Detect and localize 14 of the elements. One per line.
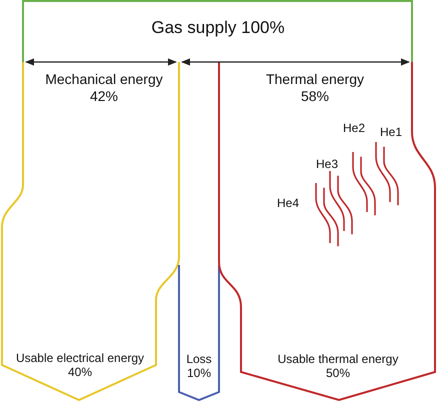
- flow-band: [2, 62, 179, 402]
- heat-exchanger-label: He3: [316, 157, 338, 171]
- supply-heading: Gas supply 100%: [150, 18, 286, 38]
- heat-exchanger-label: He2: [343, 121, 366, 135]
- heat-exchanger-label: He1: [380, 125, 402, 139]
- heat-exchanger-label: He4: [277, 196, 300, 210]
- flow-value: Usable thermal energy 50%: [276, 352, 400, 381]
- supply-band: [23, 0, 412, 62]
- flow-band: [219, 62, 436, 402]
- flow-value: Usable electrical energy 40%: [14, 351, 146, 380]
- flow-heading: Thermal energy 58%: [264, 71, 366, 105]
- loss-band: [179, 265, 219, 402]
- flow-heading: Mechanical energy 42%: [44, 71, 164, 105]
- flow-value: Loss 10%: [185, 352, 213, 381]
